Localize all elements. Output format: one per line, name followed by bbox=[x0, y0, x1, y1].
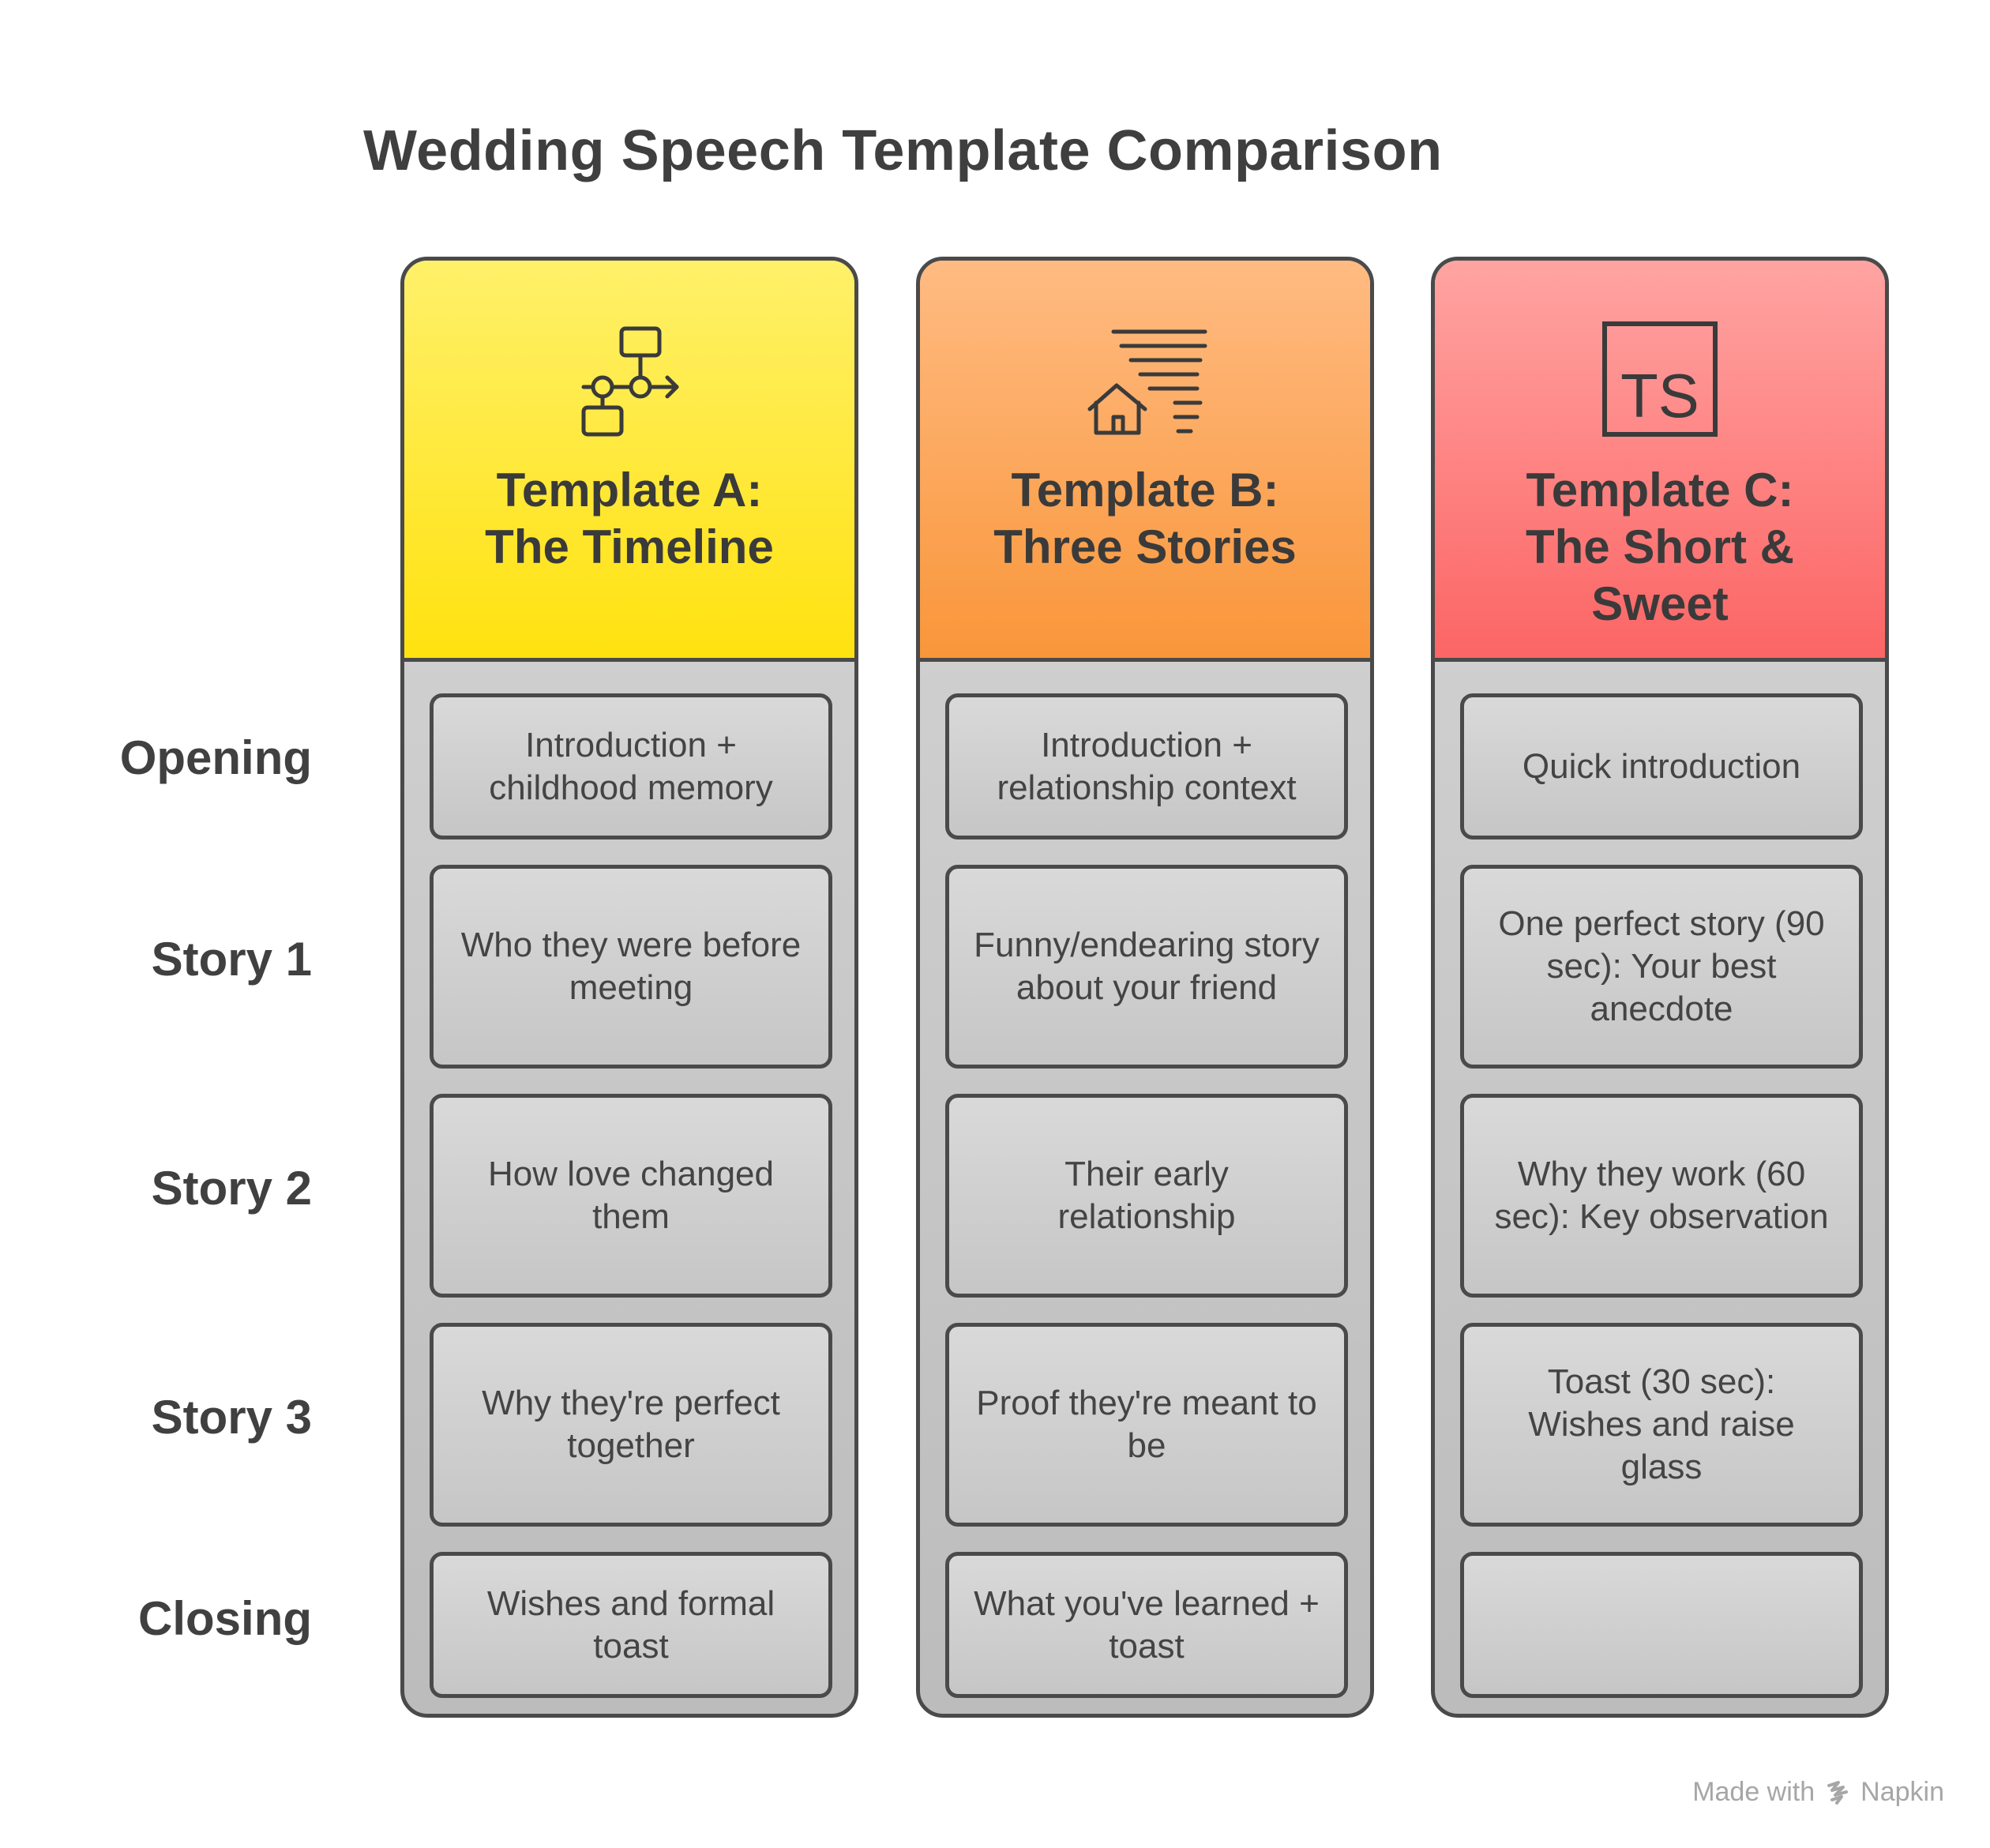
column-header-template-c: TS Template C: The Short & Sweet bbox=[1435, 261, 1885, 662]
column-title-line: Template B: bbox=[1011, 464, 1279, 516]
house-lines-icon bbox=[1087, 329, 1207, 435]
column-title-line: Sweet bbox=[1591, 577, 1729, 630]
footer-prefix: Made with bbox=[1692, 1777, 1815, 1807]
column-title-line: The Short & bbox=[1526, 520, 1794, 573]
column-title-line: The Timeline bbox=[485, 520, 774, 573]
column-template-c: TS Template C: The Short & Sweet Quick i… bbox=[1431, 257, 1889, 1718]
page-title: Wedding Speech Template Comparison bbox=[363, 119, 1443, 182]
cell-a-story-1: Who they were before meeting bbox=[430, 865, 832, 1069]
cell-b-story-1: Funny/endearing story about your friend bbox=[945, 865, 1348, 1069]
cell-c-story-3: Toast (30 sec): Wishes and raise glass bbox=[1460, 1323, 1863, 1527]
flowchart-icon bbox=[581, 326, 679, 437]
cell-b-closing: What you've learned + toast bbox=[945, 1552, 1348, 1698]
row-label-story-2: Story 2 bbox=[151, 1162, 312, 1215]
column-header-template-b: Template B: Three Stories bbox=[920, 261, 1370, 662]
cell-c-story-2: Why they work (60 sec): Key observation bbox=[1460, 1094, 1863, 1298]
column-header-template-a: Template A: The Timeline bbox=[404, 261, 854, 662]
cell-b-story-2: Their early relationship bbox=[945, 1094, 1348, 1298]
cell-a-closing: Wishes and formal toast bbox=[430, 1552, 832, 1698]
row-label-story-1: Story 1 bbox=[151, 933, 312, 986]
ts-box-label: TS bbox=[1620, 361, 1699, 430]
column-title-line: Three Stories bbox=[993, 520, 1297, 573]
cell-c-story-1: One perfect story (90 sec): Your best an… bbox=[1460, 865, 1863, 1069]
footer-brand: Napkin bbox=[1860, 1777, 1944, 1807]
column-title-line: Template A: bbox=[496, 464, 763, 516]
cell-a-story-2: How love changed them bbox=[430, 1094, 832, 1298]
made-with-napkin-credit: Made with Napkin bbox=[1692, 1777, 1944, 1808]
cell-b-story-3: Proof they're meant to be bbox=[945, 1323, 1348, 1527]
column-title-line: Template C: bbox=[1526, 464, 1794, 516]
column-title-template-c: Template C: The Short & Sweet bbox=[1451, 462, 1869, 633]
cell-a-story-3: Why they're perfect together bbox=[430, 1323, 832, 1527]
column-template-b: Template B: Three Stories Introduction +… bbox=[916, 257, 1374, 1718]
cell-c-opening: Quick introduction bbox=[1460, 693, 1863, 839]
column-template-a: Template A: The Timeline Introduction + … bbox=[400, 257, 858, 1718]
ts-box-icon: TS bbox=[1602, 321, 1718, 437]
column-title-template-a: Template A: The Timeline bbox=[420, 462, 839, 576]
row-label-opening: Opening bbox=[119, 731, 312, 784]
row-label-story-3: Story 3 bbox=[151, 1391, 312, 1444]
cell-a-opening: Introduction + childhood memory bbox=[430, 693, 832, 839]
cell-c-closing bbox=[1460, 1552, 1863, 1698]
napkin-logo-icon bbox=[1827, 1780, 1849, 1805]
column-title-template-b: Template B: Three Stories bbox=[936, 462, 1354, 576]
cell-b-opening: Introduction + relationship context bbox=[945, 693, 1348, 839]
row-label-closing: Closing bbox=[138, 1592, 312, 1645]
